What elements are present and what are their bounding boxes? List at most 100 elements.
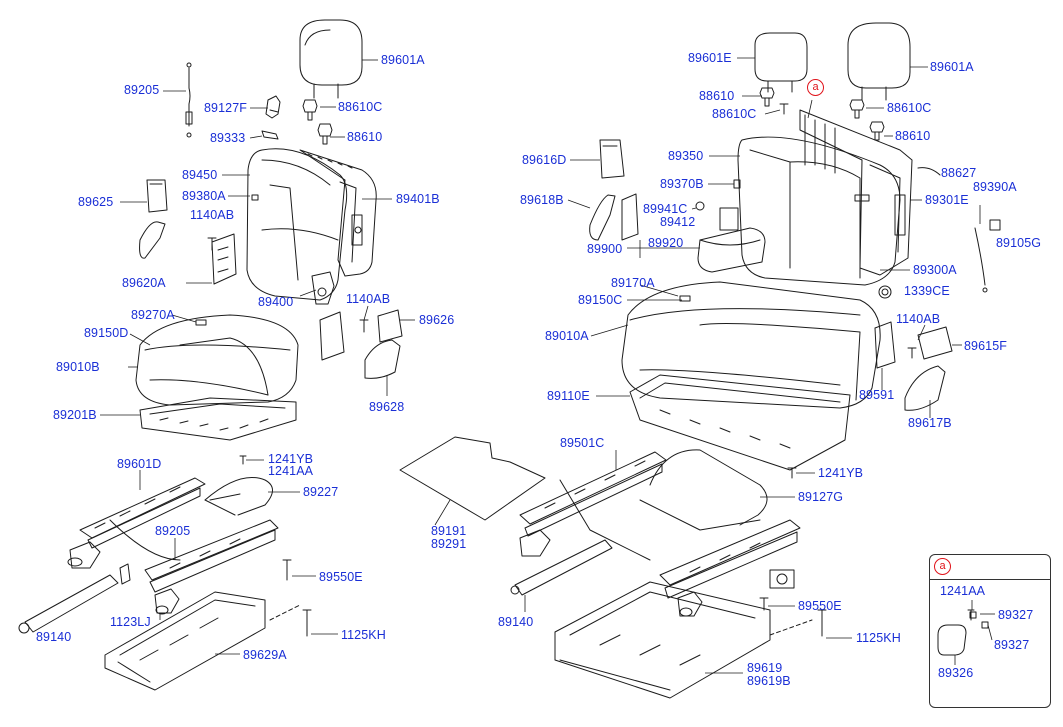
- label-89601E[interactable]: 89601E: [688, 51, 732, 65]
- label-89450[interactable]: 89450: [182, 168, 218, 182]
- label-89370B[interactable]: 89370B: [660, 177, 704, 191]
- label-1241YB[interactable]: 1241YB: [268, 452, 314, 466]
- seat-cushion-right: [621, 281, 881, 409]
- cable-89127G: [649, 449, 768, 526]
- label-89140[interactable]: 89140: [36, 630, 72, 644]
- label-89227[interactable]: 89227: [303, 485, 339, 499]
- label-89110E[interactable]: 89110E: [547, 389, 590, 403]
- bolts-left: [302, 99, 333, 145]
- label-89350[interactable]: 89350: [668, 149, 704, 163]
- label-89301E[interactable]: 89301E: [925, 193, 969, 207]
- label-89601A-r[interactable]: 89601A: [930, 60, 974, 74]
- label-89401B[interactable]: 89401B: [396, 192, 440, 206]
- label-89615F[interactable]: 89615F: [964, 339, 1007, 353]
- bolt-1125KH-right: [817, 609, 827, 637]
- label-88610C-r2[interactable]: 88610C: [887, 101, 932, 115]
- label-88610-r2[interactable]: 88610: [895, 129, 931, 143]
- label-89626[interactable]: 89626: [419, 313, 455, 327]
- label-89127F[interactable]: 89127F: [204, 101, 247, 115]
- label-88610C[interactable]: 88610C: [338, 100, 383, 114]
- label-89629A[interactable]: 89629A: [243, 648, 287, 662]
- bracket-89618B-b: [621, 193, 639, 241]
- label-89617B[interactable]: 89617B: [908, 416, 952, 430]
- label-89201B[interactable]: 89201B: [53, 408, 97, 422]
- label-89501C[interactable]: 89501C: [560, 436, 605, 450]
- label-89390A[interactable]: 89390A: [973, 180, 1017, 194]
- label-89550E-r[interactable]: 89550E: [798, 599, 842, 613]
- label-88627[interactable]: 88627: [941, 166, 977, 180]
- bracket-89591: [874, 321, 896, 369]
- label-1123LJ[interactable]: 1123LJ: [110, 615, 151, 629]
- label-89400[interactable]: 89400: [258, 295, 294, 309]
- label-89205-b[interactable]: 89205: [155, 524, 191, 538]
- guide-89127F: [265, 95, 281, 119]
- label-1140AB[interactable]: 1140AB: [190, 208, 235, 222]
- label-89105G[interactable]: 89105G: [996, 236, 1042, 250]
- reference-marker-a[interactable]: a: [807, 79, 824, 96]
- label-89618B[interactable]: 89618B: [520, 193, 564, 207]
- label-89127G[interactable]: 89127G: [798, 490, 844, 504]
- screw-1140AB-left: [207, 237, 217, 251]
- label-89270A[interactable]: 89270A: [131, 308, 175, 322]
- cap-89390A: [989, 219, 1001, 231]
- label-89010B[interactable]: 89010B: [56, 360, 100, 374]
- label-89591[interactable]: 89591: [859, 388, 895, 402]
- seatback-cushion-left: [246, 148, 348, 301]
- label-89170A[interactable]: 89170A: [611, 276, 655, 290]
- label-89140-r[interactable]: 89140: [498, 615, 534, 629]
- label-89616D[interactable]: 89616D: [522, 153, 567, 167]
- label-89191[interactable]: 89191: [431, 524, 467, 538]
- seat-track-left: [67, 477, 279, 615]
- label-89628[interactable]: 89628: [369, 400, 405, 414]
- label-1140AB-r[interactable]: 1140AB: [896, 312, 941, 326]
- label-1125KH[interactable]: 1125KH: [341, 628, 386, 642]
- bolt-89550E-right: [759, 597, 769, 611]
- label-89625[interactable]: 89625: [78, 195, 114, 209]
- label-89380A[interactable]: 89380A: [182, 189, 226, 203]
- detail-inset-header: a: [930, 555, 1050, 580]
- bracket-89620A: [211, 233, 237, 285]
- label-1241AA[interactable]: 1241AA: [268, 464, 314, 478]
- seat-track-right: [519, 451, 801, 617]
- label-89620A[interactable]: 89620A: [122, 276, 166, 290]
- label-88610-r[interactable]: 88610: [699, 89, 735, 103]
- label-89326[interactable]: 89326: [938, 666, 974, 680]
- label-89150D[interactable]: 89150D: [84, 326, 129, 340]
- cable-89105G: [974, 227, 986, 286]
- label-89150C[interactable]: 89150C: [578, 293, 623, 307]
- bolt-89941C: [695, 201, 705, 211]
- detail-inset-a: a: [929, 554, 1051, 708]
- label-89291[interactable]: 89291: [431, 537, 467, 551]
- tray-89629A: [104, 591, 266, 691]
- label-89920[interactable]: 89920: [648, 236, 684, 250]
- label-89550E[interactable]: 89550E: [319, 570, 363, 584]
- label-88610[interactable]: 88610: [347, 130, 383, 144]
- label-89327-b[interactable]: 89327: [994, 638, 1030, 652]
- label-89300A[interactable]: 89300A: [913, 263, 957, 277]
- label-89619[interactable]: 89619: [747, 661, 783, 675]
- label-89205[interactable]: 89205: [124, 83, 160, 97]
- trim-89628: [364, 339, 401, 379]
- mat-89191: [399, 436, 546, 521]
- label-1125KH-r[interactable]: 1125KH: [856, 631, 901, 645]
- label-1339CE[interactable]: 1339CE: [904, 284, 950, 298]
- leader-lines: [100, 57, 995, 674]
- label-1140AB-b[interactable]: 1140AB: [346, 292, 391, 306]
- label-89010A[interactable]: 89010A: [545, 329, 589, 343]
- label-89619B[interactable]: 89619B: [747, 674, 791, 688]
- label-89327-a[interactable]: 89327: [998, 608, 1034, 622]
- cable-89205-top: [185, 62, 193, 138]
- label-1241YB-r[interactable]: 1241YB: [818, 466, 864, 480]
- label-89412[interactable]: 89412: [660, 215, 696, 229]
- label-89333[interactable]: 89333: [210, 131, 246, 145]
- cable-89227: [204, 477, 273, 516]
- label-88610C-r[interactable]: 88610C: [712, 107, 757, 121]
- label-89900[interactable]: 89900: [587, 242, 623, 256]
- label-89941C[interactable]: 89941C: [643, 202, 688, 216]
- label-89601A[interactable]: 89601A: [381, 53, 425, 67]
- label-89601D[interactable]: 89601D: [117, 457, 162, 471]
- tray-89619: [554, 581, 771, 699]
- label-1241AA-inset[interactable]: 1241AA: [940, 584, 986, 598]
